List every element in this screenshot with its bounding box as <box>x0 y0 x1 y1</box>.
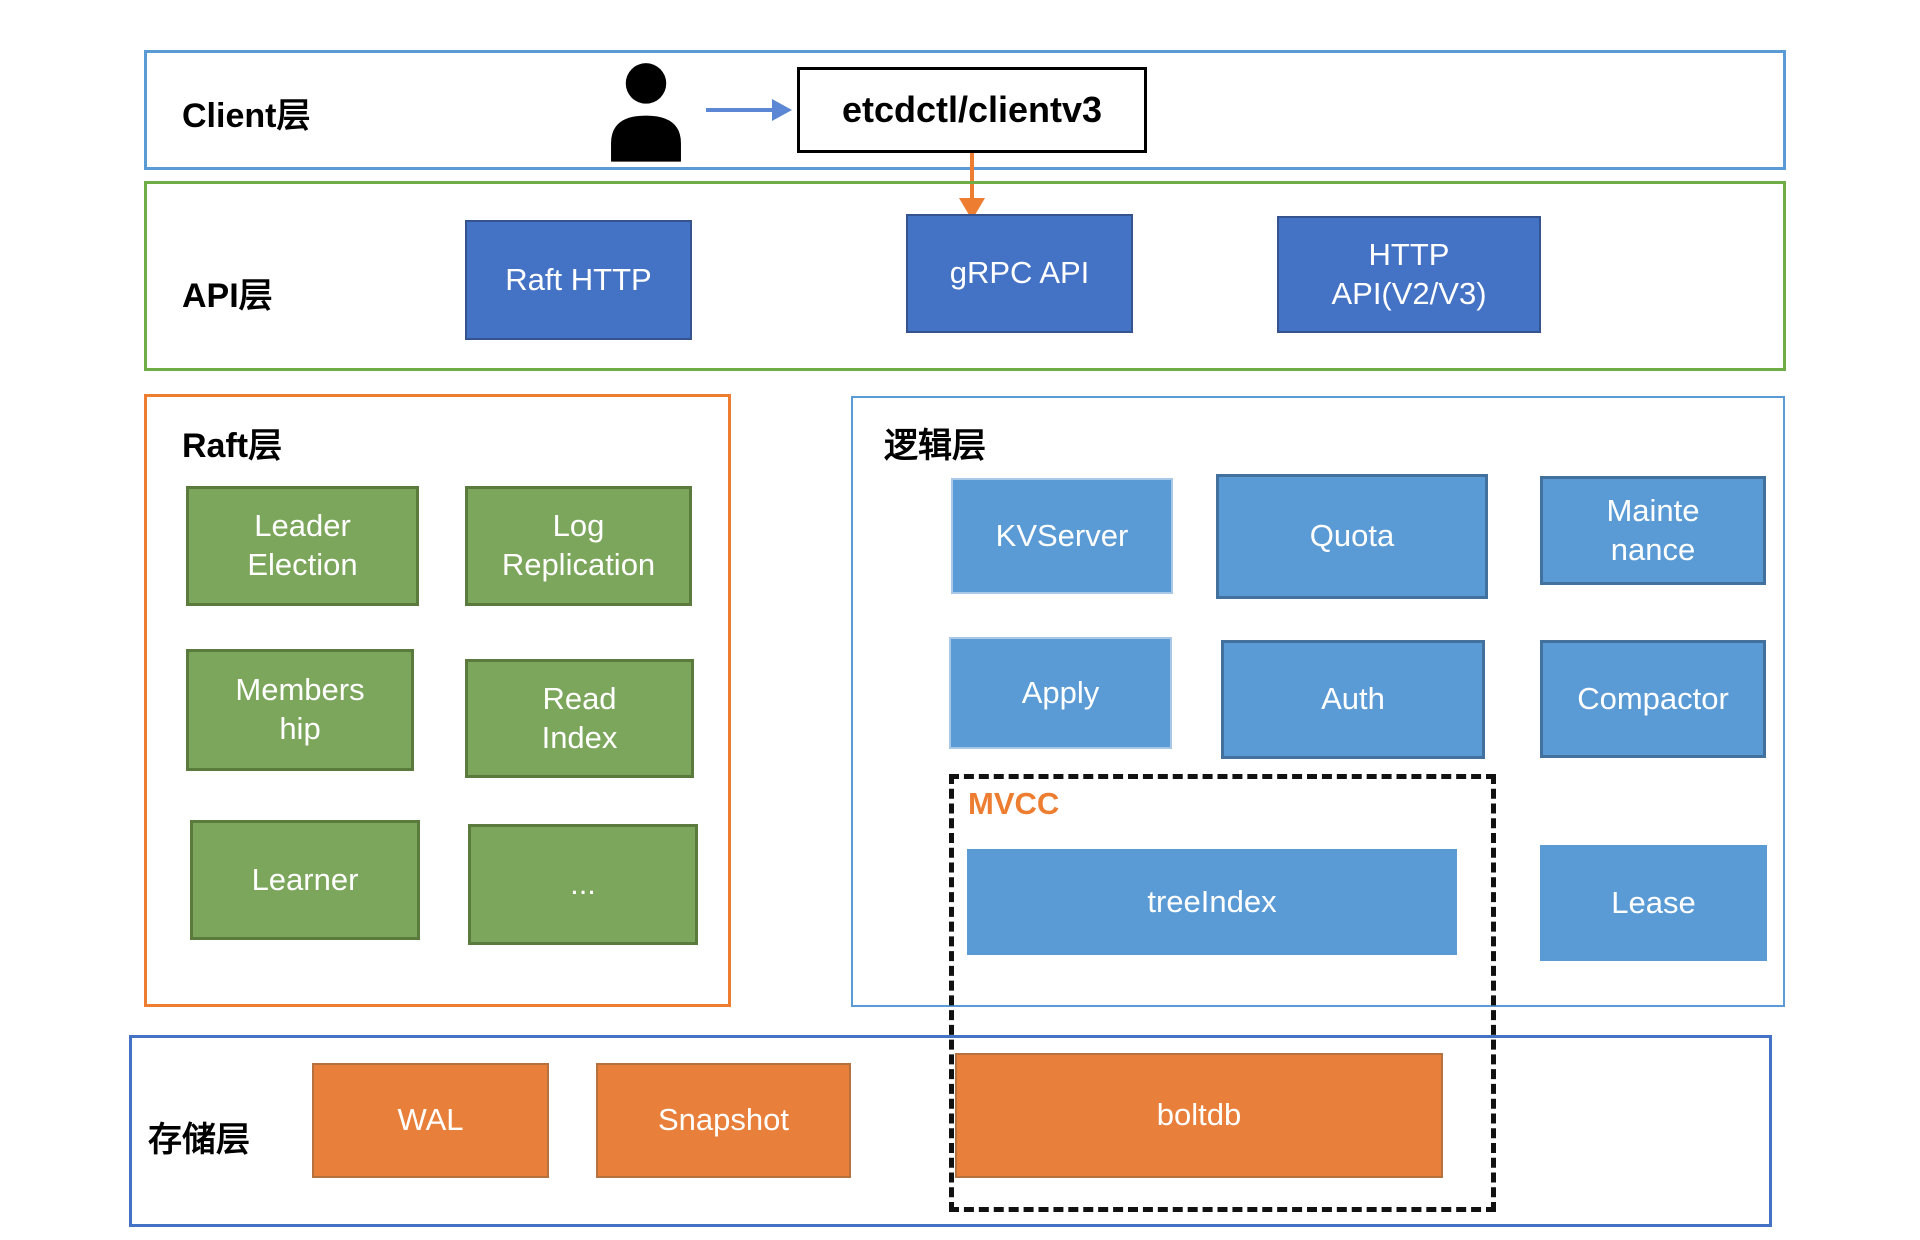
api-layer-frame <box>144 181 1786 371</box>
snapshot-box: Snapshot <box>596 1063 851 1178</box>
apply-box: Apply <box>949 637 1172 749</box>
http-api-line2: API(V2/V3) <box>1331 275 1487 311</box>
maintenance-line2: nance <box>1610 531 1696 567</box>
read-index-box: Read Index <box>465 659 694 778</box>
log-replication-line1: Log <box>552 508 605 544</box>
maintenance-line1: Mainte <box>1606 492 1700 528</box>
client-layer-label: Client层 <box>182 97 311 135</box>
storage-layer-label: 存储层 <box>148 1121 250 1159</box>
api-layer-label: API层 <box>182 277 273 315</box>
read-index-line1: Read <box>542 680 617 716</box>
etcdctl-to-grpc-arrow-line <box>970 153 974 200</box>
http-api-line1: HTTP <box>1368 236 1450 272</box>
storage-layer-frame <box>129 1035 1772 1227</box>
raft-http-box: Raft HTTP <box>465 220 692 340</box>
http-api-box: HTTP API(V2/V3) <box>1277 216 1541 333</box>
raft-layer-frame <box>144 394 731 1007</box>
quota-box: Quota <box>1216 474 1488 599</box>
learner-box: Learner <box>190 820 420 940</box>
raft-layer-label: Raft层 <box>182 427 283 465</box>
grpc-api-box: gRPC API <box>906 214 1133 333</box>
boltdb-box: boltdb <box>955 1053 1443 1178</box>
logic-layer-frame <box>851 396 1785 1007</box>
leader-election-line2: Election <box>247 547 358 582</box>
auth-box: Auth <box>1221 640 1485 759</box>
mvcc-label: MVCC <box>968 786 1060 821</box>
mvcc-dashed-frame <box>949 774 1496 1212</box>
read-index-line2: Index <box>541 719 618 755</box>
user-icon <box>600 60 692 162</box>
membership-box: Members hip <box>186 649 414 771</box>
client-arrow-head-icon <box>772 99 792 121</box>
log-replication-line2: Replication <box>501 547 656 582</box>
kvserver-box: KVServer <box>951 478 1173 594</box>
compactor-box: Compactor <box>1540 640 1766 758</box>
client-layer-frame <box>144 50 1786 170</box>
membership-line1: Members <box>235 672 365 708</box>
wal-box: WAL <box>312 1063 549 1178</box>
logic-layer-label: 逻辑层 <box>884 427 986 465</box>
leader-election-box: Leader Election <box>186 486 419 606</box>
raft-more-box: ... <box>468 824 698 945</box>
leader-election-line1: Leader <box>254 508 351 544</box>
treeindex-box: treeIndex <box>967 849 1457 955</box>
membership-line2: hip <box>279 711 321 746</box>
lease-box: Lease <box>1540 845 1767 961</box>
client-arrow-line <box>706 108 772 112</box>
maintenance-box: Mainte nance <box>1540 476 1766 585</box>
etcdctl-box: etcdctl/clientv3 <box>797 67 1147 153</box>
log-replication-box: Log Replication <box>465 486 692 606</box>
